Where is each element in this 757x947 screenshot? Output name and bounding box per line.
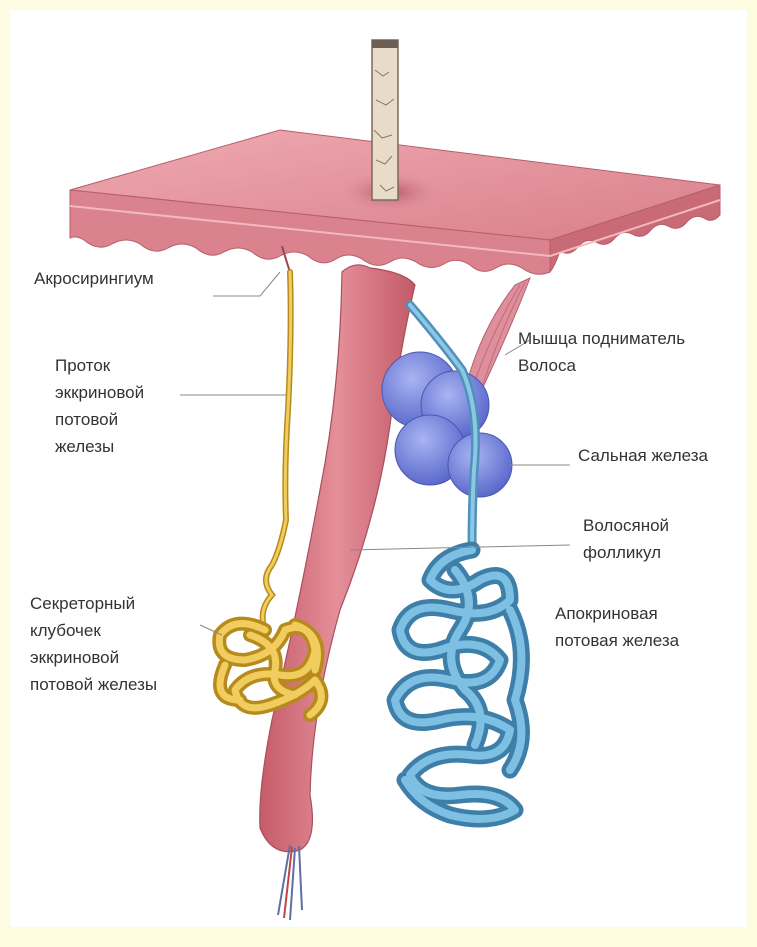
hair-shaft xyxy=(372,40,398,200)
label-sebaceous-gland: Сальная железа xyxy=(578,442,708,469)
label-arrector-muscle: Мышца подниматель Волоса xyxy=(518,325,685,379)
label-hair-follicle: Волосяной фолликул xyxy=(583,512,669,566)
label-eccrine-duct: Проток эккриновой потовой железы xyxy=(55,352,144,460)
label-acrosyringium: Акросирингиум xyxy=(34,265,154,292)
leader-acrosyringium xyxy=(213,272,280,296)
apocrine-coil xyxy=(395,550,521,819)
label-eccrine-coil: Секреторный клубочек эккриновой потовой … xyxy=(30,590,157,698)
label-apocrine-gland: Апокриновая потовая железа xyxy=(555,600,679,654)
hair-follicle xyxy=(260,265,415,852)
diagram-canvas: Акросирингиум Проток эккриновой потовой … xyxy=(10,10,747,927)
sebaceous-gland xyxy=(382,352,512,497)
